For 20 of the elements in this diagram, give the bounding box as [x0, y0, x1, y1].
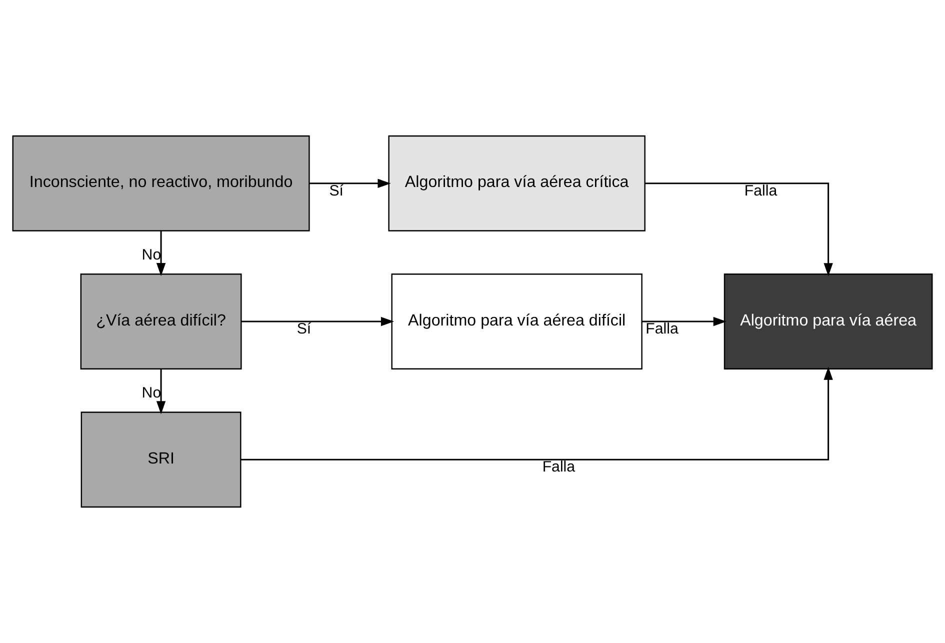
edge-label: Sí — [296, 320, 312, 338]
arrow — [156, 369, 166, 414]
edge-label: Falla — [646, 320, 678, 338]
edge-label: Sí — [329, 182, 344, 200]
arrow — [156, 230, 166, 276]
node-box: SRI — [80, 412, 242, 508]
arrow — [644, 182, 833, 276]
node-box: ¿Vía aérea difícil? — [80, 274, 242, 370]
node-box: Algoritmo para vía aérea difícil — [391, 274, 642, 370]
node-box: Algoritmo para vía aérea — [724, 274, 933, 370]
edge-label: No — [142, 246, 162, 264]
arrow — [240, 366, 833, 460]
node-box: Inconsciente, no reactivo, moribundo — [12, 135, 310, 232]
edge-label: Falla — [744, 182, 778, 200]
edge-label: No — [142, 384, 162, 402]
arrow — [241, 316, 394, 326]
node-box: Algoritmo para vía aérea crítica — [388, 135, 646, 232]
arrow — [642, 316, 726, 326]
edge-label: Falla — [542, 458, 576, 476]
arrow — [309, 178, 391, 188]
